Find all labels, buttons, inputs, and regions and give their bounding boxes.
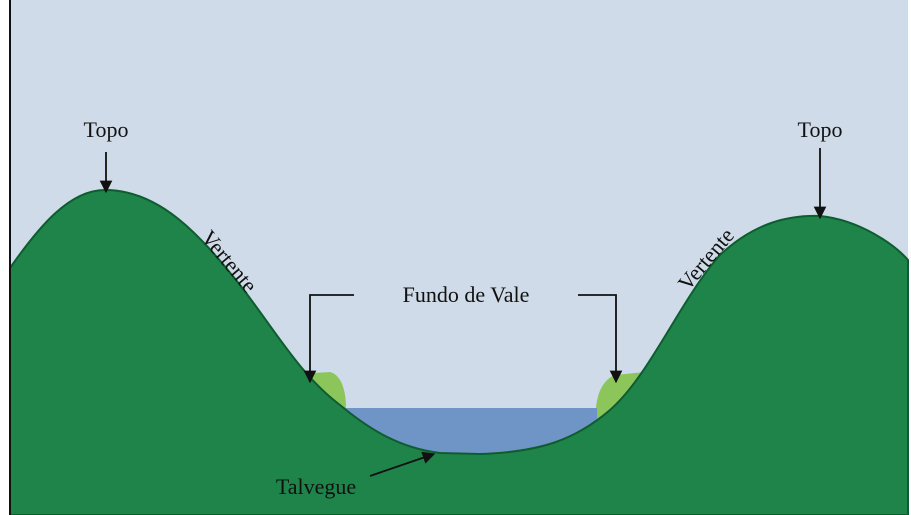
terrain-profile bbox=[9, 188, 909, 515]
peak-left-label: Topo bbox=[84, 117, 129, 142]
valley-floor-left-arrow bbox=[303, 294, 354, 384]
thalweg-label: Talvegue bbox=[276, 474, 356, 499]
valley-floor-right-arrow bbox=[578, 294, 623, 384]
peak-right-label: Topo bbox=[798, 117, 843, 142]
thalweg-arrow bbox=[369, 451, 436, 477]
valley-floor-label: Fundo de Vale bbox=[403, 282, 530, 307]
river-water bbox=[346, 408, 597, 454]
